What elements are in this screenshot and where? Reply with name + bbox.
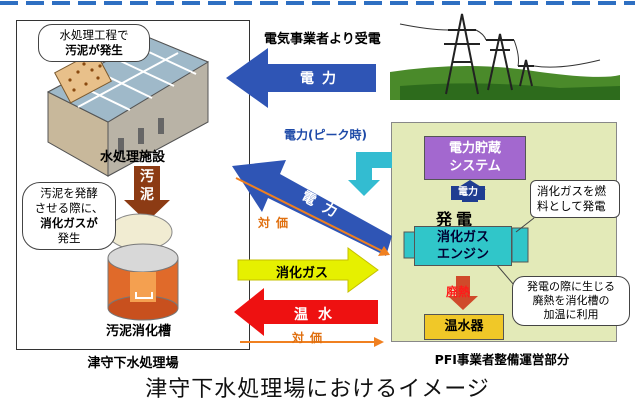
hot-water-label: 温水 (294, 307, 342, 323)
bubble-line: 水処理工程で (59, 28, 129, 42)
sludge-label-char: 泥 (140, 187, 154, 203)
bubble-gas-generation: 汚泥を発酵 させる際に、 消化ガスが 発生 (22, 182, 116, 250)
power-transmission-illustration (390, 13, 620, 100)
peak-power-arrow (348, 152, 392, 196)
payment-arrow-2 (240, 337, 384, 347)
storage-line: 電力貯蔵 (448, 141, 501, 156)
pfi-caption: PFI事業者整備運営部分 (434, 352, 570, 367)
generation-label: 発電 (436, 210, 477, 229)
bubble-line: 汚泥を発酵 (40, 186, 98, 200)
sewage-plant-caption: 津守下水処理場 (87, 356, 179, 371)
bubble-pointer-fuel (515, 217, 535, 233)
power-storage-system: 電力貯蔵 システム (424, 136, 526, 180)
bubble-line: 発電の際に生じる (527, 280, 615, 293)
digester-gas-engine: 消化ガス エンジン (414, 226, 512, 266)
digestion-tank-illustration (107, 213, 179, 321)
facility-label: 水処理施設 (100, 150, 166, 165)
water-treatment-facility-illustration (46, 37, 210, 177)
waste-heat-label: 廃熱 (446, 285, 471, 299)
digester-gas-arrow (237, 247, 379, 293)
bubble-fuel-generation: 消化ガスを燃 料として発電 (530, 180, 620, 218)
top-dashed-border (0, 1, 635, 5)
sludge-arrow (124, 166, 170, 222)
payment-2-label: 対価 (292, 331, 329, 345)
bubble-line: 消化ガスを燃 (537, 184, 606, 198)
main-power-arrow (232, 160, 392, 256)
power-top-label: 電力 (300, 71, 344, 87)
hot-water-arrow (234, 288, 378, 336)
bubble-line: 発生 (57, 231, 81, 245)
sludge-label: 汚 泥 (138, 168, 156, 204)
power-peak-label: 電力(ピーク時) (284, 128, 367, 142)
engine-side-block (511, 227, 529, 263)
bubble-line: 廃熱を消化槽の (532, 294, 610, 307)
bubble-line: させる際に、 (34, 201, 104, 215)
tank-label: 汚泥消化槽 (106, 324, 172, 339)
sludge-label-char: 汚 (140, 169, 154, 185)
digester-gas-label: 消化ガス (276, 266, 329, 281)
storage-line: システム (449, 159, 501, 174)
water-heater: 温水器 (424, 314, 504, 340)
engine-line: 消化ガス (436, 230, 489, 245)
bubble-line: 汚泥が発生 (65, 43, 123, 57)
internal-power-label: 電力 (451, 186, 485, 200)
engine-line: エンジン (436, 247, 489, 262)
payment-arrow-1 (235, 177, 390, 256)
utility-supply-label: 電気事業者より受電 (264, 32, 381, 47)
bubble-sludge-generation: 水処理工程で 汚泥が発生 (38, 24, 150, 62)
bubble-line: 消化ガスが (40, 216, 98, 230)
page-caption: 津守下水処理場におけるイメージ (145, 377, 490, 402)
utility-power-arrow (226, 48, 376, 108)
bubble-line: 加温に利用 (543, 308, 599, 321)
payment-1-label: 対価 (258, 216, 295, 230)
waste-heat-down-arrow (448, 276, 478, 310)
bubble-line: 料として発電 (537, 199, 606, 213)
bubble-waste-heat: 発電の際に生じる 廃熱を消化槽の 加温に利用 (512, 276, 630, 326)
